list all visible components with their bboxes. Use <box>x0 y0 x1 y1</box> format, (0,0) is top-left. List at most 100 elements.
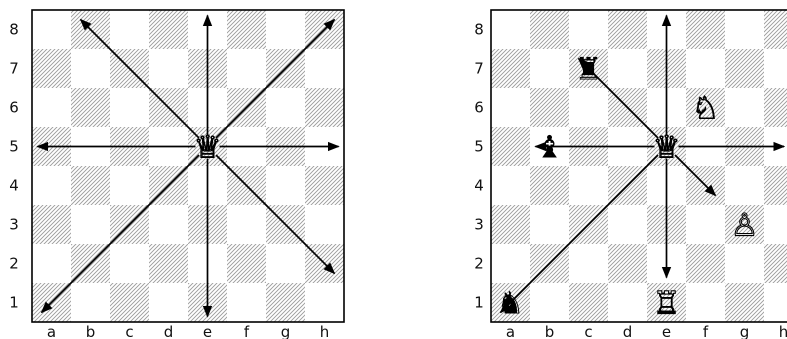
board-square[interactable] <box>608 244 647 283</box>
board-square[interactable] <box>725 205 764 244</box>
file-label: e <box>662 323 671 339</box>
board-square[interactable] <box>149 10 188 49</box>
board-square[interactable] <box>110 10 149 49</box>
board-square[interactable] <box>227 244 266 283</box>
white-queen-piece[interactable]: ♕ <box>193 129 222 166</box>
board-square[interactable] <box>686 205 725 244</box>
move-arrow <box>215 154 336 275</box>
board-square[interactable] <box>686 88 725 127</box>
board-square[interactable] <box>32 88 71 127</box>
board-square[interactable] <box>305 49 344 88</box>
board-square[interactable] <box>764 205 787 244</box>
board-square[interactable] <box>491 166 530 205</box>
rank-label: 4 <box>9 177 19 195</box>
board-square[interactable] <box>530 283 569 322</box>
board-square[interactable] <box>530 88 569 127</box>
board-square[interactable] <box>530 205 569 244</box>
board-square[interactable] <box>149 283 188 322</box>
board-square[interactable] <box>71 88 110 127</box>
board-square[interactable] <box>32 49 71 88</box>
board-square[interactable] <box>608 49 647 88</box>
board-square[interactable] <box>305 88 344 127</box>
board-square[interactable] <box>725 49 764 88</box>
board-square[interactable] <box>266 283 305 322</box>
board-square[interactable] <box>686 49 725 88</box>
rank-label: 6 <box>9 99 19 117</box>
board-square[interactable] <box>725 10 764 49</box>
board-square[interactable] <box>491 127 530 166</box>
board-square[interactable] <box>764 10 787 49</box>
board-square[interactable] <box>32 166 71 205</box>
rank-label: 1 <box>9 294 19 312</box>
board-square[interactable] <box>71 166 110 205</box>
board-square[interactable] <box>305 166 344 205</box>
board-square[interactable] <box>149 205 188 244</box>
board-square[interactable] <box>110 88 149 127</box>
board-square[interactable] <box>305 283 344 322</box>
rank-label: 2 <box>9 255 19 273</box>
board-square[interactable] <box>149 49 188 88</box>
board-square[interactable] <box>608 10 647 49</box>
board-square[interactable] <box>764 49 787 88</box>
board-square[interactable] <box>32 244 71 283</box>
board-square[interactable] <box>608 283 647 322</box>
board-square[interactable] <box>227 49 266 88</box>
board-square[interactable] <box>227 10 266 49</box>
board-square[interactable] <box>569 88 608 127</box>
board-square[interactable] <box>227 205 266 244</box>
board-square[interactable] <box>305 205 344 244</box>
board-border <box>31 9 345 323</box>
board-square[interactable] <box>491 88 530 127</box>
board-square[interactable] <box>266 166 305 205</box>
board-square[interactable] <box>110 244 149 283</box>
white-knight-piece[interactable]: ♘ <box>691 90 720 127</box>
board-square[interactable] <box>569 244 608 283</box>
board-square[interactable] <box>530 10 569 49</box>
file-label: c <box>584 323 592 339</box>
board-square[interactable] <box>227 283 266 322</box>
board-square[interactable] <box>764 244 787 283</box>
board-square[interactable] <box>569 166 608 205</box>
board-square[interactable] <box>686 244 725 283</box>
rank-label: 3 <box>474 216 484 234</box>
board-square[interactable] <box>569 283 608 322</box>
board-square[interactable] <box>266 10 305 49</box>
board-square[interactable] <box>725 88 764 127</box>
board-square[interactable] <box>725 244 764 283</box>
board-square[interactable] <box>71 49 110 88</box>
board-square[interactable] <box>149 244 188 283</box>
board-square[interactable] <box>686 283 725 322</box>
board-square[interactable] <box>32 10 71 49</box>
rank-label: 8 <box>474 21 484 39</box>
board-square[interactable] <box>608 205 647 244</box>
board-square[interactable] <box>725 283 764 322</box>
board-square[interactable] <box>110 283 149 322</box>
white-pawn-piece[interactable]: ♙ <box>730 207 759 244</box>
board-square[interactable] <box>569 10 608 49</box>
board-square[interactable] <box>764 283 787 322</box>
white-rook-piece[interactable]: ♖ <box>652 285 681 322</box>
move-arrow <box>577 57 659 139</box>
board-square[interactable] <box>491 244 530 283</box>
board-square[interactable] <box>71 283 110 322</box>
board-square[interactable] <box>491 205 530 244</box>
board-square[interactable] <box>686 10 725 49</box>
board-square[interactable] <box>725 166 764 205</box>
board-square[interactable] <box>266 88 305 127</box>
board-square[interactable] <box>71 205 110 244</box>
board-square[interactable] <box>530 166 569 205</box>
board-square[interactable] <box>110 166 149 205</box>
black-bishop-piece[interactable]: ♝ <box>536 130 564 166</box>
move-arrow <box>674 154 717 197</box>
board-square[interactable] <box>764 166 787 205</box>
board-square[interactable] <box>530 49 569 88</box>
board-square[interactable] <box>32 205 71 244</box>
board-square[interactable] <box>491 10 530 49</box>
file-label: g <box>281 323 291 339</box>
board-square[interactable] <box>266 244 305 283</box>
board-square[interactable] <box>491 49 530 88</box>
file-label: a <box>506 323 515 339</box>
board-square[interactable] <box>764 88 787 127</box>
board-square[interactable] <box>647 283 686 322</box>
